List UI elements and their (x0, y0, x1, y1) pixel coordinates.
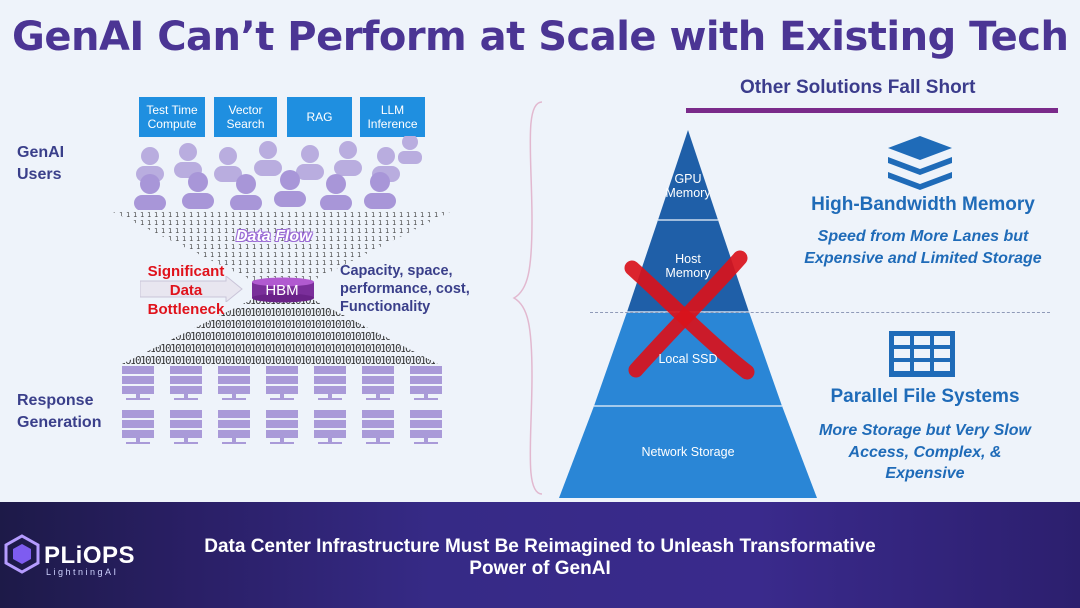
server-icon (122, 366, 154, 400)
pyramid-label-network: Network Storage (641, 445, 735, 459)
pliops-logo-subtitle: LightningAI (46, 567, 119, 577)
grid-table-icon (889, 331, 955, 377)
bottleneck-label: Significant Data Bottleneck (147, 263, 225, 318)
hbm-cylinder-icon (252, 277, 314, 303)
footer-banner (0, 502, 1080, 608)
genai-users-label: GenAI Users (17, 144, 65, 183)
user-icon (364, 172, 396, 209)
pyramid-level-network (559, 406, 817, 498)
pyramid-label-gpu: GPU Memory (665, 172, 711, 200)
user-icon (230, 174, 262, 210)
pyramid-level-gpu (658, 130, 718, 220)
user-icon (134, 174, 166, 210)
user-icon (296, 145, 324, 180)
layers-icon (888, 136, 952, 190)
data-funnel-graphic: 1 0 1 (113, 212, 450, 365)
feature-desc-pfs: More Storage but Very Slow Access, Compl… (819, 422, 1031, 482)
pyramid-level-ssd (594, 312, 782, 406)
pyramid-label-ssd: Local SSD (658, 352, 718, 366)
user-icon (182, 172, 214, 209)
user-icon (334, 141, 362, 176)
task-box-rag: RAG (287, 97, 352, 137)
response-generation-label: Response Generation (17, 392, 102, 431)
server-rack-grid-icon (122, 366, 442, 444)
data-flow-label: Data Flow (236, 228, 312, 245)
page-title: GenAI Can’t Perform at Scale with Existi… (12, 14, 1069, 60)
hbm-label: HBM (265, 282, 299, 299)
user-icon (398, 136, 422, 164)
pliops-logo-text: PLiOPS (44, 542, 136, 569)
red-cross-icon (624, 250, 755, 380)
pyramid-label-host: Host Memory (665, 252, 711, 280)
heading-underline (686, 108, 1058, 113)
tier-divider (590, 312, 1050, 313)
user-icon (274, 170, 306, 207)
footer-message: Data Center Infrastructure Must Be Reima… (204, 536, 876, 579)
capacity-text: Capacity, space, performance, cost, Func… (340, 263, 470, 315)
users-crowd-icon (134, 136, 422, 210)
task-box-llm-inference: LLM Inference (360, 97, 425, 137)
feature-desc-hbm: Speed from More Lanes but Expensive and … (804, 228, 1042, 267)
feature-title-hbm: High-Bandwidth Memory (811, 194, 1035, 215)
arrow-right-icon (140, 276, 243, 302)
pliops-logo-icon (4, 534, 40, 574)
user-icon (320, 174, 352, 210)
user-icon (214, 147, 242, 182)
feature-title-pfs: Parallel File Systems (830, 386, 1020, 407)
task-box-test-time-compute: Test Time Compute (139, 97, 205, 137)
other-solutions-heading: Other Solutions Fall Short (740, 77, 976, 98)
brace-divider (512, 101, 543, 495)
task-box-vector-search: Vector Search (214, 97, 277, 137)
storage-pyramid-chart (559, 130, 817, 498)
user-icon (254, 141, 282, 176)
